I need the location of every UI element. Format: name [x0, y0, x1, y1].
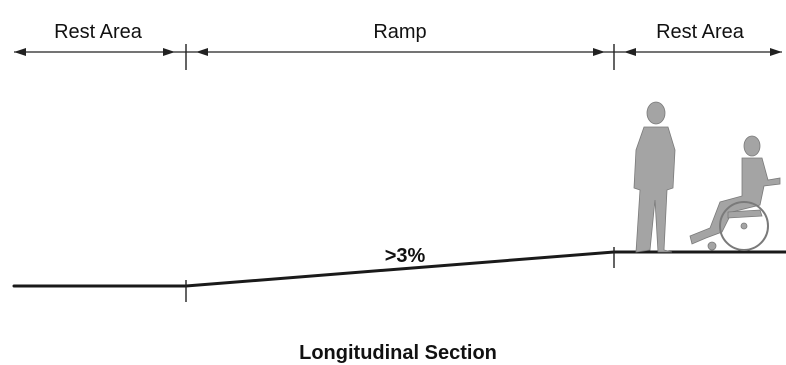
ground-profile — [12, 247, 786, 302]
dimension-arrow-right-end — [770, 48, 782, 56]
caption: Longitudinal Section — [299, 342, 497, 364]
rest-area-left-label: Rest Area — [54, 21, 143, 43]
wheelchair-user-icon — [689, 135, 781, 251]
dimension-arrow-left-end — [14, 48, 26, 56]
dimension-arrow-ramp-start — [196, 48, 208, 56]
dimension-arrow-right-segment-start — [624, 48, 636, 56]
dimension-line — [14, 44, 782, 70]
ramp-label: Ramp — [373, 21, 426, 43]
dimension-arrow-left-segment-end — [163, 48, 175, 56]
slope-label: >3% — [385, 245, 426, 267]
rest-area-right-label: Rest Area — [656, 21, 745, 43]
ground-line — [12, 250, 786, 288]
dimension-arrow-ramp-end — [593, 48, 605, 56]
standing-person-icon — [633, 101, 676, 253]
